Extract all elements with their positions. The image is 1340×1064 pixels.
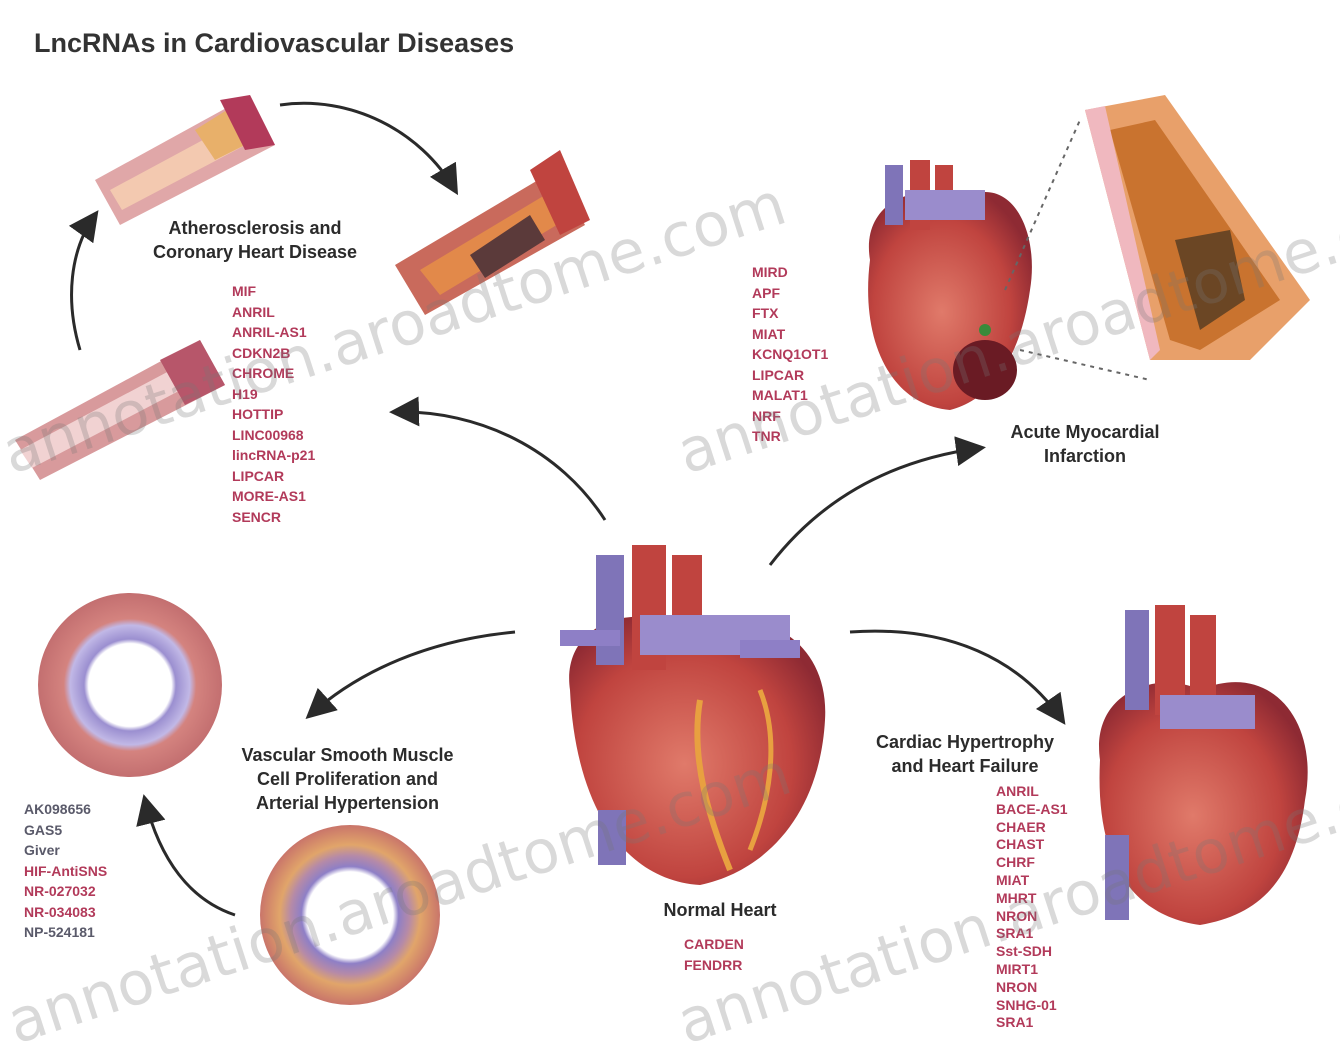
atherosclerosis-label: Atherosclerosis and Coronary Heart Disea… <box>130 216 380 264</box>
gene-item: BACE-AS1 <box>996 801 1068 819</box>
vsmc-gene-list: AK098656 GAS5 Giver HIF-AntiSNS NR-02703… <box>24 799 107 943</box>
ami-gene-list: MIRD APF FTX MIAT KCNQ1OT1 LIPCAR MALAT1… <box>752 262 828 447</box>
gene-item: CDKN2B <box>232 343 315 364</box>
normal-heart-illustration <box>560 545 825 885</box>
gene-item: CARDEN <box>684 934 744 955</box>
hypertrophy-gene-list: ANRIL BACE-AS1 CHAER CHAST CHRF MIAT MHR… <box>996 783 1068 1032</box>
healthy-vessel-illustration <box>15 340 225 480</box>
hypertrophic-heart-illustration <box>1099 605 1308 925</box>
vsmc-label-line2: Cell Proliferation and <box>215 767 480 791</box>
gene-item: MIF <box>232 281 315 302</box>
gene-item: Giver <box>24 840 107 861</box>
ami-label-line1: Acute Myocardial <box>975 420 1195 444</box>
normal-heart-label: Normal Heart <box>630 898 810 922</box>
gene-item: ANRIL <box>232 302 315 323</box>
infarcted-heart-illustration <box>868 160 1032 410</box>
gene-item: MIAT <box>996 872 1068 890</box>
gene-item: Sst-SDH <box>996 943 1068 961</box>
hypertrophy-label-line1: Cardiac Hypertrophy <box>855 730 1075 754</box>
gene-item: LIPCAR <box>232 466 315 487</box>
gene-item: FTX <box>752 303 828 324</box>
gene-item: MIRT1 <box>996 961 1068 979</box>
atherosclerosis-label-line2: Coronary Heart Disease <box>130 240 380 264</box>
gene-item: SRA1 <box>996 1014 1068 1032</box>
gene-item: FENDRR <box>684 955 744 976</box>
hypertrophy-label-line2: and Heart Failure <box>855 754 1075 778</box>
artery-cross-section-thick <box>38 593 222 777</box>
ami-label-line2: Infarction <box>975 444 1195 468</box>
gene-item: LINC00968 <box>232 425 315 446</box>
gene-item: TNR <box>752 426 828 447</box>
vsmc-label-line3: Arterial Hypertension <box>215 791 480 815</box>
gene-item: LIPCAR <box>752 365 828 386</box>
atherosclerosis-gene-list: MIF ANRIL ANRIL-AS1 CDKN2B CHROME H19 HO… <box>232 281 315 527</box>
gene-item: MORE-AS1 <box>232 486 315 507</box>
gene-item: MIRD <box>752 262 828 283</box>
gene-item: NRF <box>752 406 828 427</box>
vsmc-label-line1: Vascular Smooth Muscle <box>215 743 480 767</box>
gene-item: MIAT <box>752 324 828 345</box>
gene-item: H19 <box>232 384 315 405</box>
gene-item: ANRIL <box>996 783 1068 801</box>
hypertrophy-label: Cardiac Hypertrophy and Heart Failure <box>855 730 1075 778</box>
gene-item: MALAT1 <box>752 385 828 406</box>
gene-item: NRON <box>996 908 1068 926</box>
gene-item: APF <box>752 283 828 304</box>
gene-item: KCNQ1OT1 <box>752 344 828 365</box>
gene-item: CHRF <box>996 854 1068 872</box>
gene-item: NP-524181 <box>24 922 107 943</box>
gene-item: HOTTIP <box>232 404 315 425</box>
vsmc-label: Vascular Smooth Muscle Cell Proliferatio… <box>215 743 480 815</box>
ami-label: Acute Myocardial Infarction <box>975 420 1195 468</box>
gene-item: SRA1 <box>996 925 1068 943</box>
gene-item: ANRIL-AS1 <box>232 322 315 343</box>
gene-item: CHAER <box>996 819 1068 837</box>
gene-item: SENCR <box>232 507 315 528</box>
atherosclerosis-label-line1: Atherosclerosis and <box>130 216 380 240</box>
early-plaque-vessel-illustration <box>95 95 275 225</box>
gene-item: NR-027032 <box>24 881 107 902</box>
normal-heart-gene-list: CARDEN FENDRR <box>684 934 744 975</box>
gene-item: GAS5 <box>24 820 107 841</box>
advanced-plaque-vessel-illustration <box>395 150 590 315</box>
gene-item: NRON <box>996 979 1068 997</box>
gene-item: CHROME <box>232 363 315 384</box>
gene-item: CHAST <box>996 836 1068 854</box>
gene-item: SNHG-01 <box>996 997 1068 1015</box>
artery-cross-section-thin <box>260 825 440 1005</box>
gene-item: AK098656 <box>24 799 107 820</box>
gene-item: HIF-AntiSNS <box>24 861 107 882</box>
occluded-artery-illustration <box>1085 95 1310 360</box>
gene-item: NR-034083 <box>24 902 107 923</box>
gene-item: lincRNA-p21 <box>232 445 315 466</box>
gene-item: MHRT <box>996 890 1068 908</box>
